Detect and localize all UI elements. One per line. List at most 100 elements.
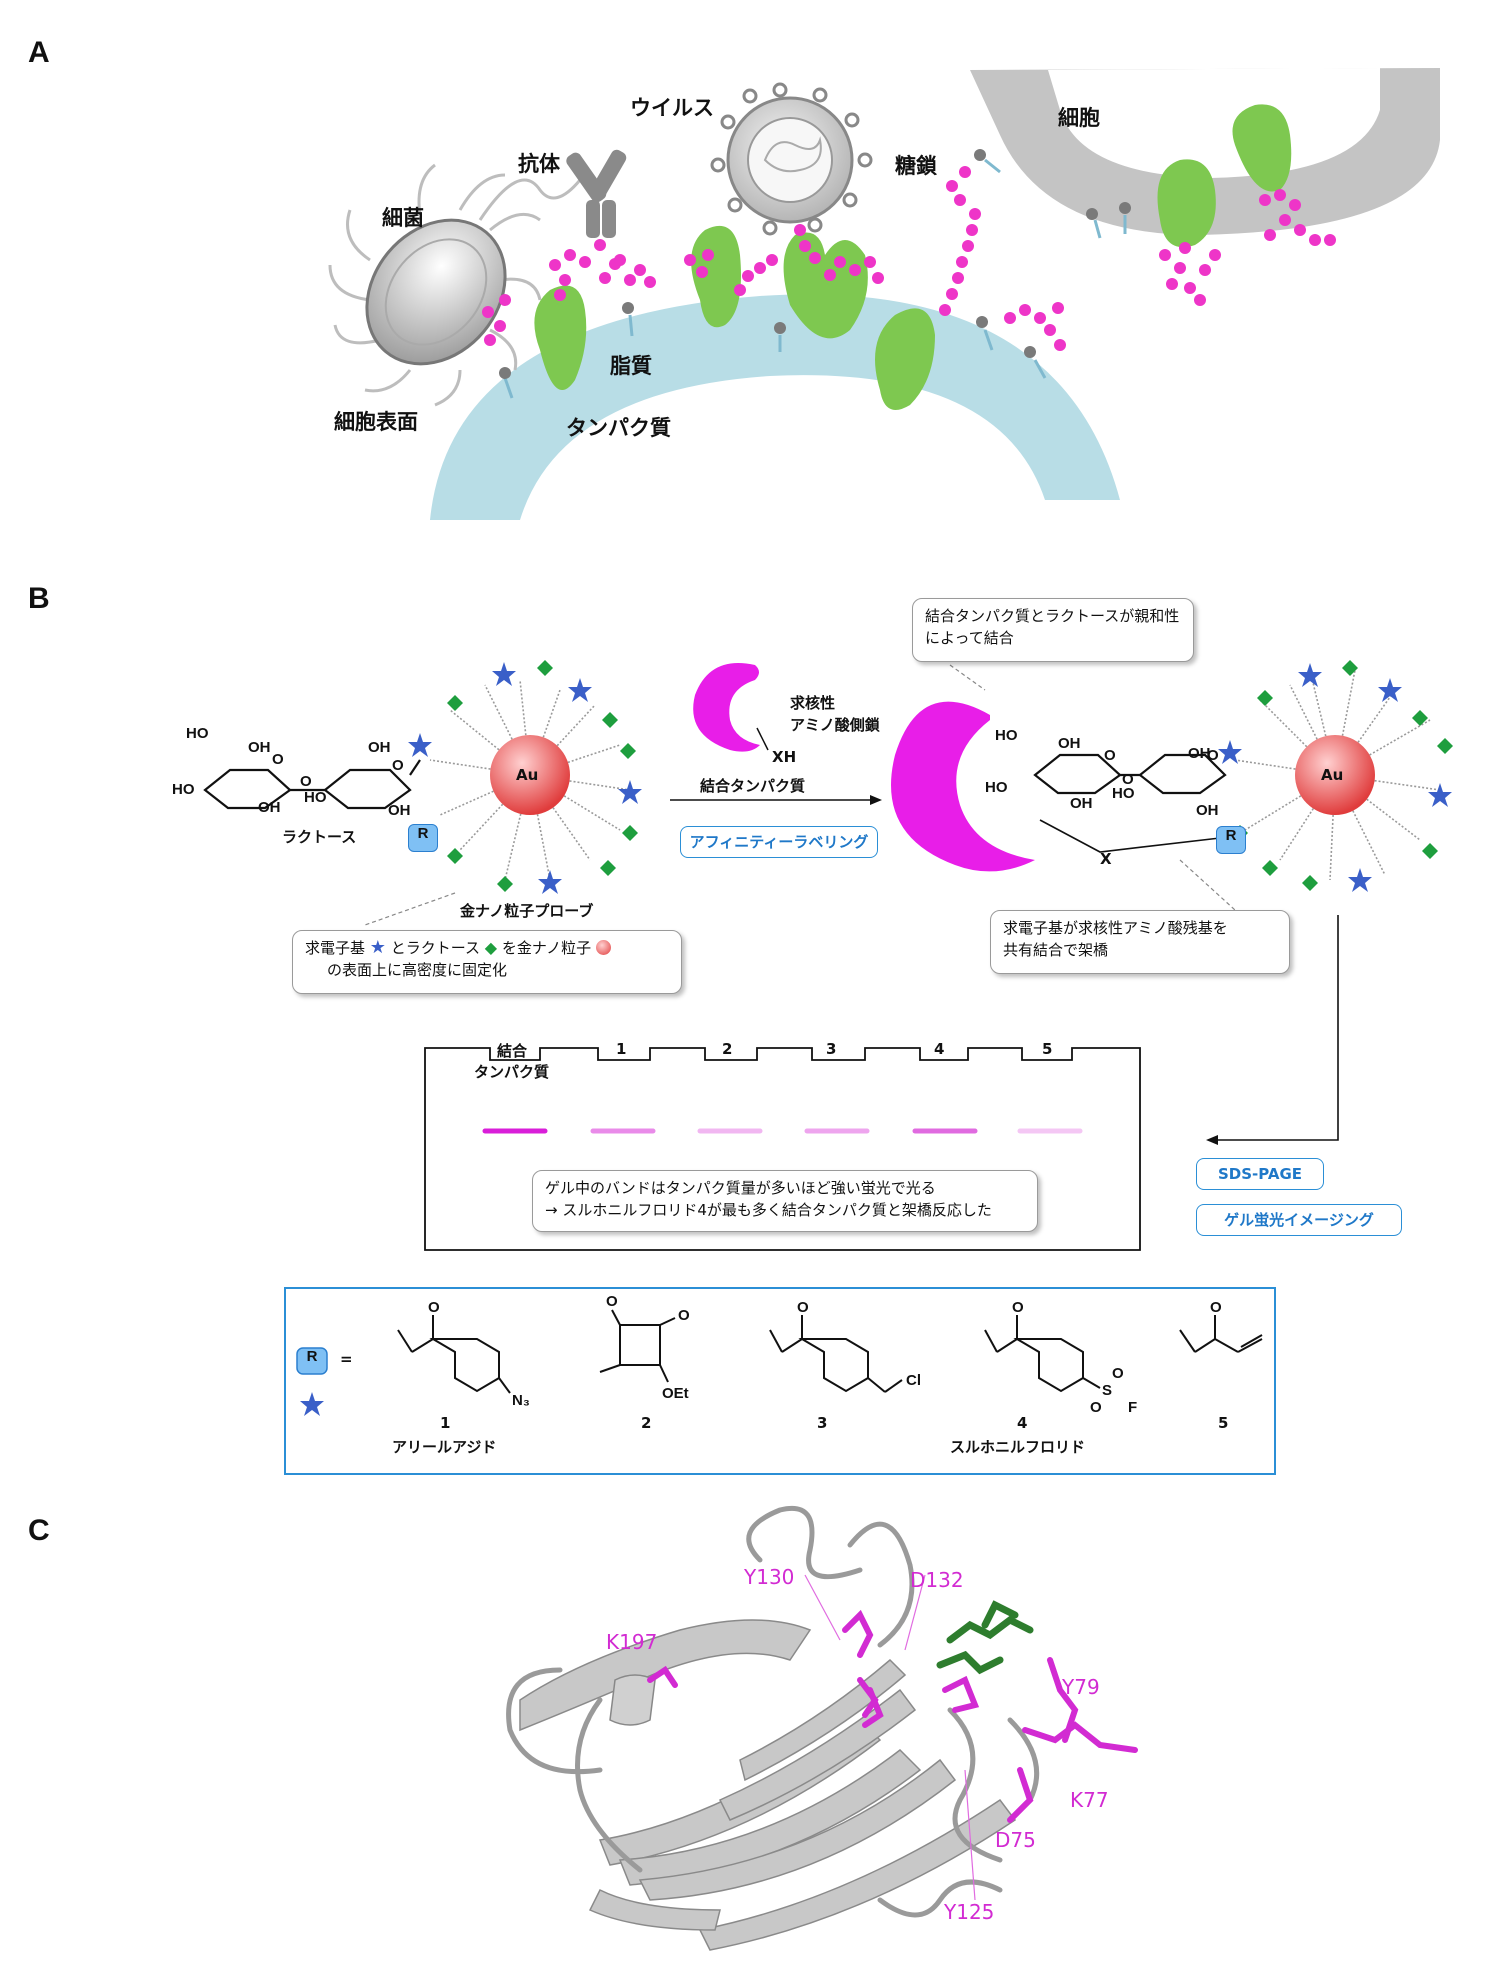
panel-a-illustration: [328, 68, 1440, 520]
reagent-3-number: 3: [817, 1414, 828, 1432]
virus-icon: [710, 82, 873, 236]
svg-text:OH: OH: [1058, 735, 1081, 752]
svg-text:O: O: [1112, 1365, 1124, 1382]
label-virus: ウイルス: [630, 96, 714, 120]
svg-text:O: O: [1104, 747, 1116, 764]
protein-loops: [506, 1506, 1040, 1918]
lactose-structure-right: [1033, 753, 1227, 795]
gold-probe-left: [429, 679, 631, 881]
svg-text:HO: HO: [172, 781, 195, 798]
gel-lane-3: 3: [826, 1040, 837, 1058]
gel-lane-0-line2: タンパク質: [474, 1063, 550, 1081]
reagent-2-number: 2: [641, 1414, 652, 1432]
svg-text:O: O: [606, 1293, 618, 1310]
svg-text:Cl: Cl: [906, 1372, 921, 1389]
gel-lane-1: 1: [616, 1040, 627, 1058]
reagent-4-name: スルホニルフロリド: [950, 1438, 1086, 1456]
svg-text:O: O: [1210, 1299, 1222, 1316]
svg-text:OH: OH: [388, 802, 411, 819]
residue-label-k197: K197: [606, 1630, 658, 1654]
svg-text:HO: HO: [995, 727, 1018, 744]
protein-small-icon: [693, 663, 760, 752]
svg-text:O: O: [392, 757, 404, 774]
gold-label-right: Au: [1321, 766, 1344, 784]
lactose-diamonds: [447, 660, 1453, 892]
svg-text:HO: HO: [304, 789, 327, 806]
gel-lane-0-line1: 結合: [497, 1042, 528, 1060]
label-cell-surface: 細胞表面: [334, 410, 418, 434]
svg-text:O: O: [1090, 1399, 1102, 1416]
reagent-star: [300, 1392, 324, 1416]
label-bacteria: 細菌: [382, 206, 424, 230]
label-nucleophile-2: アミノ酸側鎖: [790, 716, 880, 734]
r-badge-left: R: [408, 824, 438, 852]
panel-label-a: A: [28, 36, 50, 69]
reagent-box: [284, 1287, 1276, 1475]
note-gel-line1: ゲル中のバンドはタンパク質量が多いほど強い蛍光で光る: [545, 1179, 936, 1197]
note-crosslink-line1: 求電子基が求核性アミノ酸残基を: [1003, 919, 1228, 937]
bacterium-icon: [328, 163, 582, 407]
svg-text:HO: HO: [985, 779, 1008, 796]
gold-probe-right: [1234, 669, 1441, 881]
residue-label-y125: Y125: [944, 1900, 995, 1924]
protein-5: [1157, 159, 1216, 248]
svg-text:HO: HO: [1112, 785, 1135, 802]
svg-text:HO: HO: [186, 725, 209, 742]
note-probe: 求電子基 ★ とラクトース ◆ を金ナノ粒子 の表面上に高密度に固定化: [292, 930, 682, 994]
svg-text:O: O: [428, 1299, 440, 1316]
gold-label-left: Au: [516, 766, 539, 784]
note-crosslink-line2: 共有結合で架橋: [1003, 941, 1109, 959]
electrophile-stars: [408, 662, 1452, 894]
reagent-equals: =: [340, 1350, 353, 1368]
protein-large-icon: [891, 701, 1035, 872]
note-gel: ゲル中のバンドはタンパク質量が多いほど強い蛍光で光る → スルホニルフロリド4が…: [532, 1170, 1038, 1232]
svg-text:O: O: [797, 1299, 809, 1316]
r-badge-right: R: [1216, 826, 1246, 854]
residue-label-d132: D132: [910, 1568, 964, 1592]
pill-sds-page: SDS-PAGE: [1196, 1158, 1324, 1190]
reagent-3-structure: [769, 1315, 903, 1393]
residue-label-y130: Y130: [744, 1565, 795, 1589]
protein-4: [875, 308, 935, 410]
note-crosslink: 求電子基が求核性アミノ酸残基を 共有結合で架橋: [990, 910, 1290, 974]
reagent-1-structure: [397, 1315, 511, 1394]
protein-6: [1232, 104, 1292, 192]
note-affinity-line1: 結合タンパク質とラクトースが親和性: [925, 607, 1180, 625]
reagent-r-badge: R: [306, 1348, 318, 1365]
label-cell: 細胞: [1058, 106, 1100, 130]
lactose-structure: [203, 759, 421, 810]
arrow-to-gel: [1218, 915, 1339, 1141]
protein-ribbon: [519, 1619, 1017, 1951]
svg-text:O: O: [678, 1307, 690, 1324]
reagent-2-structure: [599, 1309, 676, 1383]
label-lipid: 脂質: [610, 354, 652, 378]
svg-text:OH: OH: [1070, 795, 1093, 812]
label-antibody: 抗体: [518, 152, 560, 176]
residue-label-d75: D75: [995, 1828, 1036, 1852]
reagent-5-structure: [1179, 1315, 1263, 1353]
svg-text:OH: OH: [1196, 802, 1219, 819]
label-nucleophile-1: 求核性: [790, 694, 836, 712]
glycans: [482, 166, 1336, 351]
reagent-1-name: アリールアジド: [392, 1438, 497, 1456]
note-diamond-icon: ◆: [484, 938, 498, 957]
note-affinity: 結合タンパク質とラクトースが親和性 によって結合: [912, 598, 1194, 662]
label-glycan: 糖鎖: [895, 154, 937, 178]
pill-gel-imaging: ゲル蛍光イメージング: [1196, 1204, 1402, 1236]
svg-text:O: O: [272, 751, 284, 768]
svg-text:OEt: OEt: [662, 1385, 689, 1402]
label-protein: タンパク質: [566, 416, 671, 440]
reagent-1-number: 1: [440, 1414, 451, 1432]
membrane-proteins: [534, 104, 1292, 410]
svg-text:N₃: N₃: [512, 1392, 530, 1409]
residue-label-y79: Y79: [1062, 1675, 1100, 1699]
note-gel-line2: → スルホニルフロリド4が最も多く結合タンパク質と架橋反応した: [545, 1201, 992, 1219]
protein-1: [534, 285, 587, 390]
label-binding-protein: 結合タンパク質: [700, 777, 806, 795]
residue-label-k77: K77: [1070, 1788, 1109, 1812]
note-star-icon: ★: [369, 937, 386, 958]
note-probe-text-3: を金ナノ粒子: [501, 939, 592, 957]
note-probe-text-1: 求電子基: [305, 939, 366, 957]
antibody-icon: [566, 149, 627, 238]
